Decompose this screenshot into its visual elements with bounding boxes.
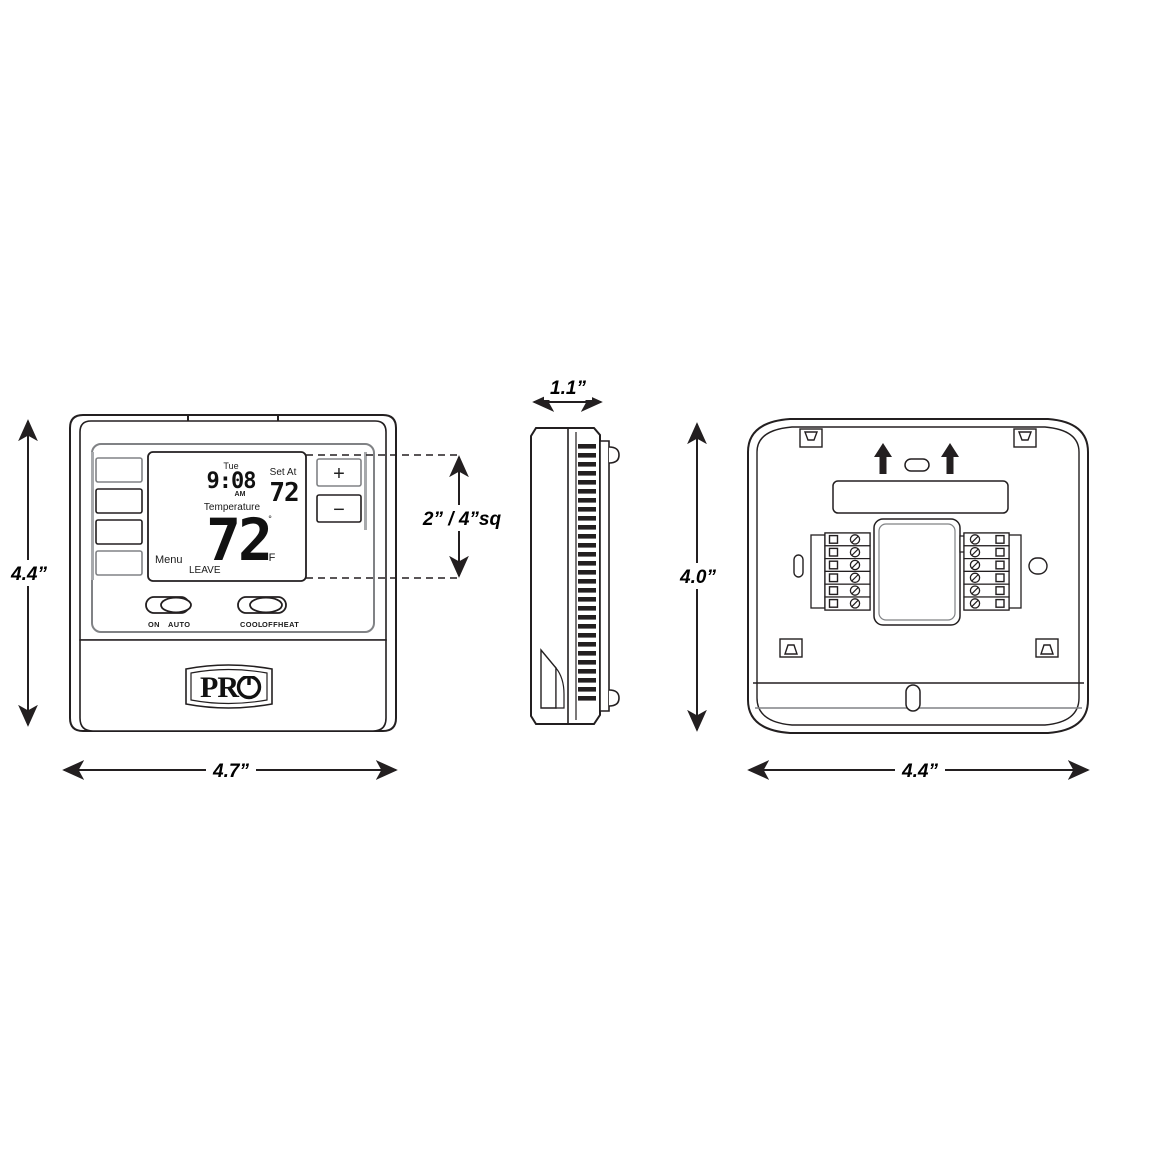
front-width-dimension [62,757,398,783]
mode-switch-option-off: OFF [262,620,278,629]
back-bottom-slot [905,684,921,712]
front-height-dimension [6,419,52,727]
terminal-right-row-4[interactable] [963,570,1010,585]
lcd-temperature-value: 72 [206,506,270,574]
front-soft-button-1[interactable] [95,457,143,483]
decrease-temperature-button[interactable] [316,494,362,523]
side-backplate [599,440,610,712]
system-mode-switch[interactable] [237,596,287,614]
terminal-block-left [824,532,871,611]
back-right-oval-port [1028,557,1048,575]
display-cutout-label: 2” / 4”sq [422,509,502,530]
mounting-tab-bottom-left [779,638,803,658]
front-view [69,414,397,732]
decrease-button-label: − [333,499,345,521]
back-top-oval-slot [904,458,930,472]
back-width-dimension [747,757,1090,783]
back-height-label: 4.0” [679,567,716,588]
front-soft-button-3[interactable] [95,519,143,545]
brand-logo [185,664,273,709]
back-left-side-rail [810,534,826,609]
mode-switch-option-heat: HEAT [278,620,299,629]
lcd-setat-label: Set At [270,467,297,478]
front-height-text-bg [6,560,52,586]
side-depth-label: 1.1” [550,378,586,399]
terminal-left-row-4[interactable] [824,570,871,585]
lcd-day-label: Tue [223,461,238,471]
side-depth-text-bg [544,374,592,400]
side-view [530,427,620,725]
front-left-button-shadow [91,452,94,580]
terminal-right-row-3[interactable] [963,557,1010,572]
side-vent-slots [578,444,596,701]
mounting-tab-bottom-right [1035,638,1059,658]
mode-switch-knob[interactable] [249,596,283,614]
front-width-text-bg [206,757,256,783]
fan-mode-switch[interactable] [145,596,192,614]
lcd-schedule-state: LEAVE [189,565,221,576]
back-wire-channel [832,480,1009,514]
back-alignment-arrows [874,443,959,474]
back-width-label: 4.4” [901,761,938,782]
power-symbol-gap [243,672,254,676]
back-view [747,418,1089,734]
terminal-right-row-6[interactable] [963,596,1010,611]
lcd-temperature-label: Temperature [204,502,261,513]
up-arrow-left-icon [874,443,892,474]
terminal-right-row-1[interactable] [963,532,1010,547]
mounting-tab-top-right [1013,428,1037,448]
back-left-oval-port [793,554,804,578]
front-width-label: 4.7” [212,761,249,782]
cutout-text-bg [424,505,500,531]
back-height-text-bg [675,563,721,589]
lcd-degree-symbol: ° [268,514,272,524]
terminal-left-row-3[interactable] [824,557,871,572]
front-height-label: 4.4” [10,564,47,585]
back-center-housing-inner [878,523,956,621]
fan-switch-option-auto: AUTO [168,620,190,629]
lcd-meridiem-label: AM [235,491,246,498]
back-width-text-bg [895,757,945,783]
terminal-left-row-2[interactable] [824,545,871,560]
back-height-dimension [675,422,721,732]
side-depth-dimension [532,374,603,412]
side-tab-bottom [608,689,620,707]
fan-switch-option-on: ON [148,620,160,629]
lcd-time-value: 9:08 [207,469,256,494]
mounting-tab-top-left [799,428,823,448]
increase-temperature-button[interactable] [316,458,362,487]
terminal-left-row-1[interactable] [824,532,871,547]
lcd-screen [147,451,307,582]
display-cutout-dimension [306,454,500,579]
up-arrow-right-icon [941,443,959,474]
terminal-right-row-5[interactable] [963,583,1010,598]
increase-button-label: + [333,463,345,485]
mode-switch-option-cool: COOL [240,620,263,629]
power-symbol-stem [247,673,251,685]
front-left-button-column [91,452,143,580]
front-soft-button-4[interactable] [95,550,143,576]
fan-switch-knob[interactable] [160,596,192,614]
lcd-unit-label: F [269,552,276,564]
terminal-right-row-2[interactable] [963,545,1010,560]
front-right-button-shadow [364,452,367,530]
lcd-setat-value: 72 [269,478,298,508]
back-mounting-tabs [779,428,1059,658]
terminal-left-row-6[interactable] [824,596,871,611]
terminal-block-right [963,532,1010,611]
terminal-left-row-5[interactable] [824,583,871,598]
front-soft-button-2[interactable] [95,488,143,514]
brand-name-text: PR [200,671,239,704]
side-bottom-curve [555,666,565,709]
lcd-menu-label: Menu [155,554,183,566]
side-tab-top [608,446,620,464]
front-setpoint-buttons [316,452,367,530]
